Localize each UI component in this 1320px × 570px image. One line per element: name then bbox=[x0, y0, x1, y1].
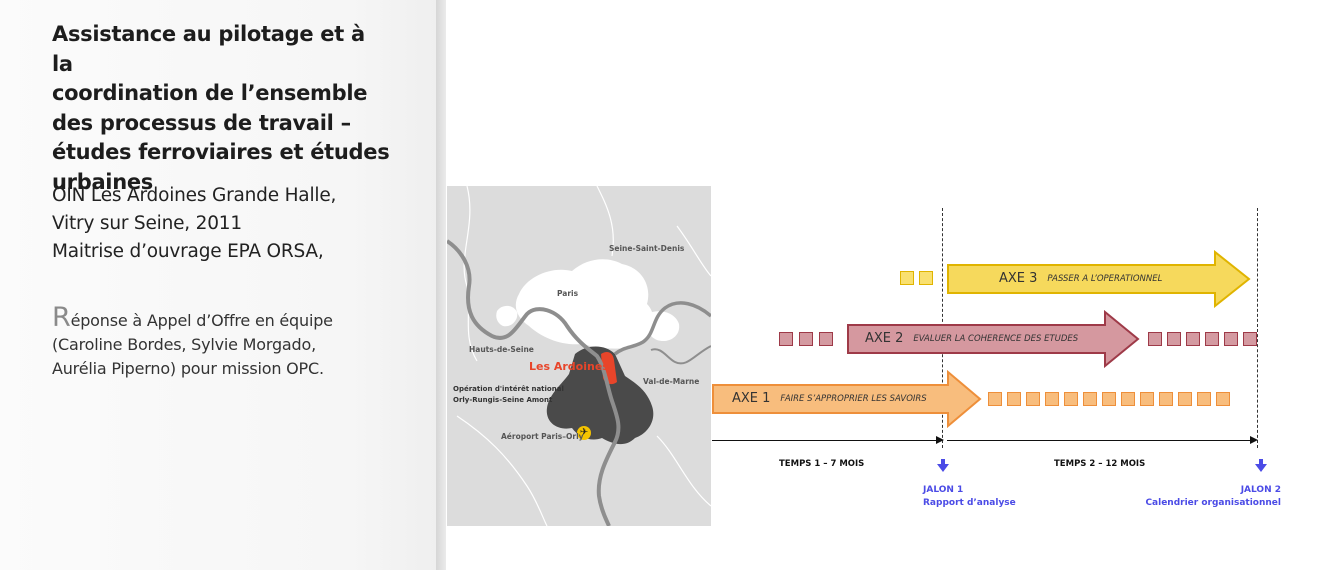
title-line: études ferroviaires et études bbox=[52, 140, 390, 164]
label-paris: Paris bbox=[557, 289, 579, 298]
timeline-diagram: AXE 3 PASSER A L’OPERATIONNEL AXE 2 EVAL… bbox=[711, 200, 1311, 540]
axe-name: AXE 1 bbox=[732, 391, 771, 406]
oin-area bbox=[546, 346, 654, 445]
label-les-ardoines: Les Ardoines bbox=[529, 360, 609, 373]
square-axe1 bbox=[1102, 392, 1116, 406]
title-line: Assistance au pilotage et à la bbox=[52, 22, 365, 76]
bois-de-boulogne bbox=[496, 305, 518, 327]
milestone-title: JALON 2 bbox=[1240, 485, 1281, 495]
drop-cap: R bbox=[52, 302, 71, 333]
square-axe3 bbox=[900, 271, 914, 285]
square-axe2 bbox=[1186, 332, 1200, 346]
square-axe1 bbox=[1216, 392, 1230, 406]
marne-river bbox=[613, 301, 711, 356]
info-line: OIN Les Ardoines Grande Halle, bbox=[52, 185, 337, 206]
milestone-2-label: JALON 2 Calendrier organisationnel bbox=[1145, 484, 1281, 510]
axe3-label: AXE 3 PASSER A L’OPERATIONNEL bbox=[999, 271, 1162, 286]
airplane-icon: ✈ bbox=[577, 426, 591, 440]
title-line: coordination de l’ensemble bbox=[52, 81, 368, 105]
square-axe1 bbox=[988, 392, 1002, 406]
boundary-line bbox=[656, 435, 711, 507]
square-axe1 bbox=[1007, 392, 1021, 406]
location-map: Seine-Saint-Denis Paris Hauts-de-Seine L… bbox=[447, 186, 711, 526]
arrow-axe2 bbox=[847, 310, 1140, 368]
info-line: Maitrise d’ouvrage EPA ORSA, bbox=[52, 241, 324, 262]
square-axe1 bbox=[1140, 392, 1154, 406]
square-axe1 bbox=[1045, 392, 1059, 406]
label-seine-saint-denis: Seine-Saint-Denis bbox=[609, 244, 685, 253]
vertical-separator bbox=[436, 0, 446, 570]
operation-line: Opération d'intérêt national bbox=[453, 385, 564, 393]
square-axe2 bbox=[819, 332, 833, 346]
square-axe3 bbox=[919, 271, 933, 285]
time-axis-1 bbox=[712, 440, 937, 441]
response-paragraph: Réponse à Appel d’Offre en équipe (Carol… bbox=[52, 304, 352, 381]
milestone-title: JALON 1 bbox=[923, 485, 964, 495]
square-axe2 bbox=[1148, 332, 1162, 346]
map-drawing bbox=[447, 186, 711, 526]
operation-line: Orly-Rungis-Seine Amont bbox=[453, 396, 553, 404]
period-label-2: TEMPS 2 – 12 MOIS bbox=[1054, 459, 1146, 469]
arrow-axe1 bbox=[712, 370, 982, 428]
arrow-down-icon bbox=[1255, 464, 1267, 472]
milestone-subtitle: Rapport d’analyse bbox=[923, 498, 1016, 508]
paris-area bbox=[515, 259, 654, 349]
label-airport: Aéroport Paris–Orly bbox=[501, 432, 584, 441]
axis-arrowhead bbox=[936, 436, 944, 444]
square-axe1 bbox=[1083, 392, 1097, 406]
bois-de-vincennes bbox=[645, 311, 680, 342]
square-axe2 bbox=[1243, 332, 1257, 346]
axe1-label: AXE 1 FAIRE S’APPROPRIER LES SAVOIRS bbox=[732, 391, 927, 406]
square-axe1 bbox=[1026, 392, 1040, 406]
seine-river bbox=[447, 239, 621, 526]
square-axe1 bbox=[1159, 392, 1173, 406]
milestone-subtitle: Calendrier organisationnel bbox=[1145, 498, 1281, 508]
time-axis-2 bbox=[947, 440, 1251, 441]
square-axe1 bbox=[1178, 392, 1192, 406]
label-hauts-de-seine: Hauts-de-Seine bbox=[469, 345, 534, 354]
axe2-label: AXE 2 EVALUER LA COHERENCE DES ETUDES bbox=[865, 331, 1078, 346]
axe-name: AXE 2 bbox=[865, 331, 904, 346]
milestone-arrow-stem bbox=[1259, 459, 1263, 464]
boundary-line bbox=[596, 186, 614, 257]
left-text-panel: Assistance au pilotage et à la coordinat… bbox=[0, 0, 436, 570]
square-axe2 bbox=[799, 332, 813, 346]
square-axe1 bbox=[1064, 392, 1078, 406]
label-val-de-marne: Val-de-Marne bbox=[643, 377, 700, 386]
boundary-line bbox=[676, 225, 711, 277]
square-axe1 bbox=[1197, 392, 1211, 406]
axe-subtitle: FAIRE S’APPROPRIER LES SAVOIRS bbox=[780, 393, 927, 404]
label-operation: Opération d'intérêt national Orly-Rungis… bbox=[453, 384, 564, 406]
square-axe2 bbox=[779, 332, 793, 346]
square-axe2 bbox=[1224, 332, 1238, 346]
title-line: urbaines bbox=[52, 169, 154, 194]
axe-subtitle: PASSER A L’OPERATIONNEL bbox=[1047, 273, 1163, 284]
axe-name: AXE 3 bbox=[999, 271, 1038, 286]
title-line: des processus de travail – bbox=[52, 110, 351, 135]
project-info: OIN Les Ardoines Grande Halle, Vitry sur… bbox=[52, 182, 392, 266]
period-label-1: TEMPS 1 – 7 MOIS bbox=[779, 459, 865, 469]
square-axe2 bbox=[1167, 332, 1181, 346]
axis-arrowhead bbox=[1250, 436, 1258, 444]
response-text: éponse à Appel d’Offre en équipe (Caroli… bbox=[52, 311, 333, 378]
square-axe1 bbox=[1121, 392, 1135, 406]
milestone-arrow-stem bbox=[941, 459, 945, 464]
boundary-line bbox=[456, 415, 548, 526]
project-title: Assistance au pilotage et à la coordinat… bbox=[52, 20, 392, 197]
info-line: Vitry sur Seine, 2011 bbox=[52, 213, 242, 234]
arrow-axe3 bbox=[947, 250, 1251, 308]
milestone-line-2 bbox=[1257, 208, 1258, 448]
marne-branch bbox=[650, 345, 711, 365]
milestone-1-label: JALON 1 Rapport d’analyse bbox=[923, 484, 1016, 510]
axe-subtitle: EVALUER LA COHERENCE DES ETUDES bbox=[913, 333, 1079, 344]
square-axe2 bbox=[1205, 332, 1219, 346]
arrow-down-icon bbox=[937, 464, 949, 472]
